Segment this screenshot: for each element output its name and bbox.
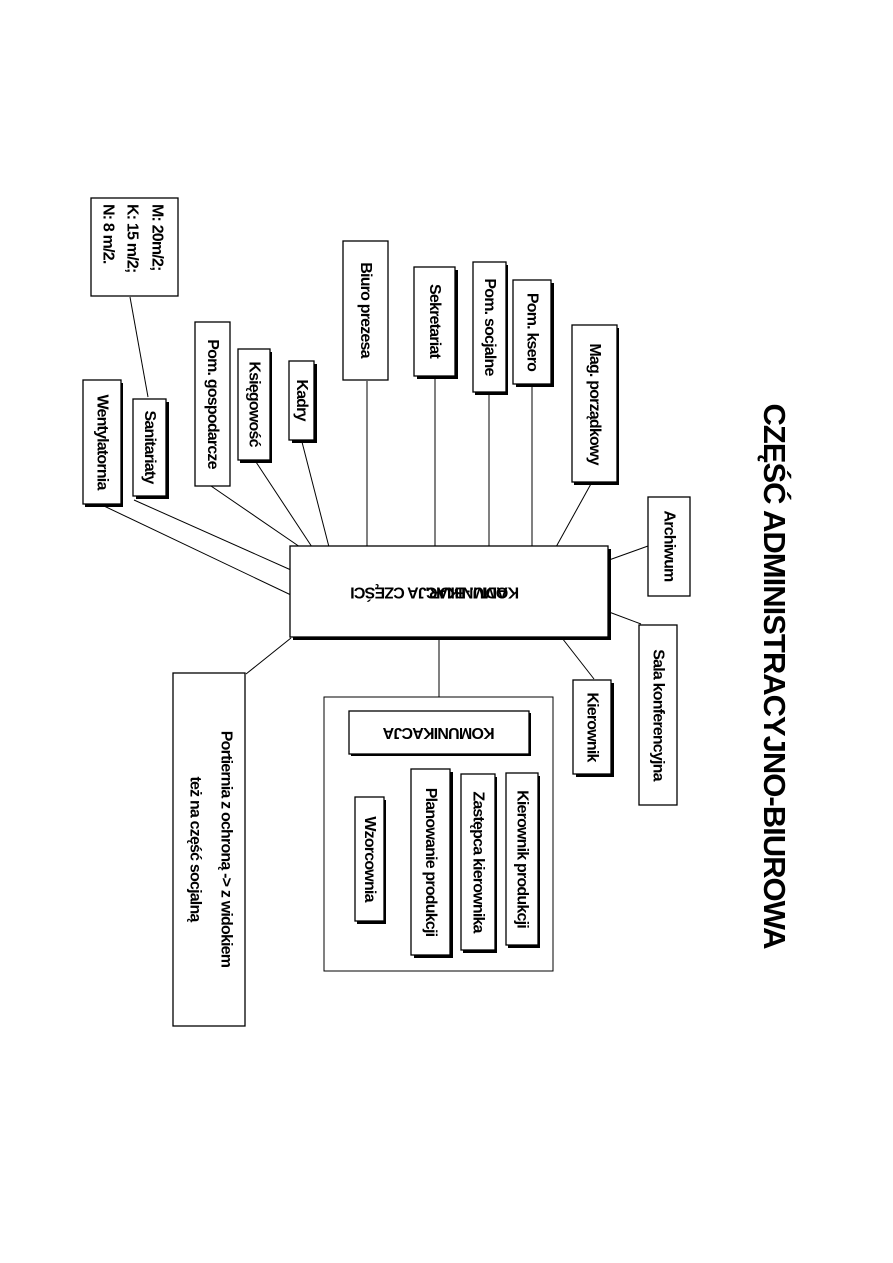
unit-planowanie-produkcji: Planowanie produkcji <box>410 768 453 958</box>
connector-lines <box>103 296 649 798</box>
room-kierownik-label: Kierownik <box>584 692 601 762</box>
production-group: KOMUNIKACJA Kierownik produkcji Zastępca… <box>323 696 554 972</box>
room-pom-ksero: Pom. ksero <box>512 279 554 387</box>
room-sala-konferencyjna: Sala konferencyjna <box>638 624 678 806</box>
room-ksiegowosc-label: Księgowość <box>246 361 263 447</box>
unit-kierownik-produkcji: Kierownik produkcji <box>505 772 540 948</box>
unit-wzorcownia-label: Wzorcownia <box>361 816 378 902</box>
room-sala-konferencyjna-label: Sala konferencyjna <box>650 649 667 781</box>
room-biuro-prezesa: Biuro prezesa <box>342 240 389 381</box>
sanitary-note-line2: K: 15 m/2; <box>124 204 141 272</box>
unit-planowanie-produkcji-label: Planowanie produkcji <box>422 788 439 937</box>
room-sekretariat: Sekretariat <box>413 266 458 379</box>
production-hub-label: KOMUNIKACJA <box>382 724 494 741</box>
room-sanitariaty-label: Sanitariaty <box>141 410 158 484</box>
room-ksiegowosc: Księgowość <box>237 348 272 463</box>
room-biuro-prezesa-label: Biuro prezesa <box>357 262 374 358</box>
room-pom-socjalne-label: Pom. socjalne <box>481 278 498 376</box>
porter-lodge-box: Portiernia z ochroną -> z widokiem też n… <box>172 672 246 1027</box>
room-pom-socjalne: Pom. socjalne <box>472 261 508 395</box>
unit-kierownik-produkcji-label: Kierownik produkcji <box>514 790 531 928</box>
room-archiwum-label: Archiwum <box>661 511 678 583</box>
porter-line1: Portiernia z ochroną -> z widokiem <box>218 731 235 968</box>
room-sanitariaty: Sanitariaty <box>132 398 169 499</box>
room-kadry: Kadry <box>288 360 317 443</box>
room-mag-porzadkowy-label: Mag. porządkowy <box>586 343 603 465</box>
porter-line2: też na część socjalną <box>187 776 204 922</box>
sanitary-note-line1: M: 20m/2; <box>149 204 166 271</box>
main-hub-box: KOMUNIKACJA CZĘŚCI ADM.-BIUR. <box>289 545 611 640</box>
room-kierownik: Kierownik <box>572 679 614 777</box>
page-title: CZĘŚĆ ADMINISTRACYJNO-BIUROWA <box>757 403 793 949</box>
sanitary-area-note: M: 20m/2; K: 15 m/2; N: 8 m/2. <box>90 197 179 297</box>
room-pom-gospodarcze: Pom. gospodarcze <box>194 321 231 487</box>
main-hub-label-line1: KOMUNIKACJA CZĘŚCI <box>351 584 519 603</box>
unit-wzorcownia: Wzorcownia <box>354 796 386 924</box>
room-mag-porzadkowy: Mag. porządkowy <box>571 324 619 485</box>
unit-zastepca-kierownika: Zastępca kierownika <box>460 773 497 953</box>
sanitary-note-line3: N: 8 m/2. <box>100 204 117 264</box>
room-pom-gospodarcze-label: Pom. gospodarcze <box>204 339 221 469</box>
room-kadry-label: Kadry <box>293 379 310 421</box>
room-archiwum: Archiwum <box>647 496 691 597</box>
production-hub-box: KOMUNIKACJA <box>348 710 531 756</box>
unit-zastepca-kierownika-label: Zastępca kierownika <box>470 791 487 933</box>
room-pom-ksero-label: Pom. ksero <box>524 293 541 372</box>
room-wentylatornia: Wentylatornia <box>82 379 123 507</box>
main-hub-label-line2: ADM.-BIUR. <box>426 584 508 601</box>
room-wentylatornia-label: Wentylatornia <box>94 394 111 490</box>
room-sekretariat-label: Sekretariat <box>426 284 443 359</box>
